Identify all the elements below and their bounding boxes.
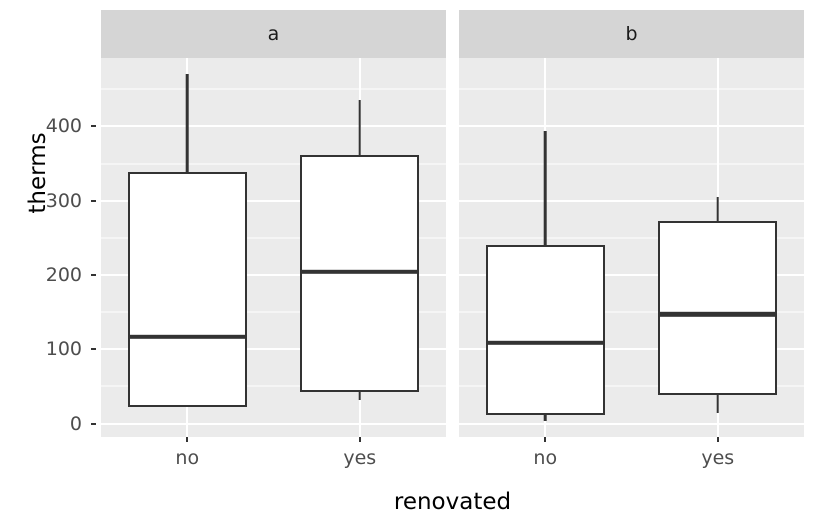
x-axis-title: renovated xyxy=(393,489,512,515)
y-tick-label: 400 xyxy=(45,115,82,138)
gridline-major xyxy=(101,348,446,351)
facet-strip-label: a xyxy=(267,23,280,45)
gridline-major xyxy=(459,199,804,202)
gridline-major xyxy=(459,273,804,276)
x-tick-mark xyxy=(186,437,189,442)
boxplot-box xyxy=(127,171,247,408)
facet-a: a xyxy=(101,10,446,437)
facet-strip-label: b xyxy=(625,23,638,45)
whisker-upper xyxy=(185,74,189,172)
y-tick-mark xyxy=(91,348,96,351)
gridline-minor xyxy=(101,311,446,313)
y-axis: 0 100 200 300 400 xyxy=(0,0,96,528)
y-tick-label: 100 xyxy=(45,338,82,361)
boxplot-median-line xyxy=(127,334,247,339)
plot-panel-b xyxy=(459,58,804,437)
y-tick-label: 200 xyxy=(45,263,82,286)
x-tick-label: no xyxy=(533,447,558,469)
boxplot-box xyxy=(485,244,605,415)
gridline-minor xyxy=(459,385,804,387)
gridline-minor xyxy=(459,163,804,165)
whisker-upper xyxy=(358,100,362,156)
whisker-lower xyxy=(543,414,547,422)
x-tick-mark xyxy=(716,437,719,442)
whisker-lower xyxy=(358,392,362,400)
gridline-major xyxy=(459,348,804,351)
x-tick-mark xyxy=(358,437,361,442)
plot-panel-a xyxy=(101,58,446,437)
boxplot-median-line xyxy=(485,340,605,345)
y-tick-label: 300 xyxy=(45,189,82,212)
gridline-major xyxy=(101,199,446,202)
boxplot-median-line xyxy=(658,312,778,317)
x-tick-label: yes xyxy=(701,447,735,469)
gridline-major xyxy=(101,125,446,128)
gridline-minor xyxy=(101,88,446,90)
gridline-major xyxy=(101,273,446,276)
boxplot-box xyxy=(658,220,778,396)
gridline-major xyxy=(101,422,446,425)
facet-strip-a: a xyxy=(101,10,446,58)
y-tick-label: 0 xyxy=(69,412,82,435)
y-tick-mark xyxy=(91,125,96,128)
gridline-minor xyxy=(459,237,804,239)
facet-b: b xyxy=(459,10,804,437)
gridline-minor xyxy=(101,163,446,165)
facet-strip-b: b xyxy=(459,10,804,58)
gridline-minor xyxy=(101,237,446,239)
whisker-lower xyxy=(716,395,720,414)
whisker-upper xyxy=(716,196,720,221)
x-tick-label: no xyxy=(175,447,200,469)
x-tick-mark xyxy=(544,437,547,442)
gridline-minor xyxy=(459,88,804,90)
y-tick-mark xyxy=(91,273,96,276)
gridline-minor xyxy=(101,385,446,387)
boxplot-median-line xyxy=(300,269,420,275)
whisker-upper xyxy=(543,130,547,245)
gridline-major xyxy=(459,125,804,128)
y-tick-mark xyxy=(91,199,96,202)
x-tick-label: yes xyxy=(343,447,377,469)
y-tick-mark xyxy=(91,422,96,425)
gridline-minor xyxy=(459,311,804,313)
gridline-major xyxy=(459,422,804,425)
